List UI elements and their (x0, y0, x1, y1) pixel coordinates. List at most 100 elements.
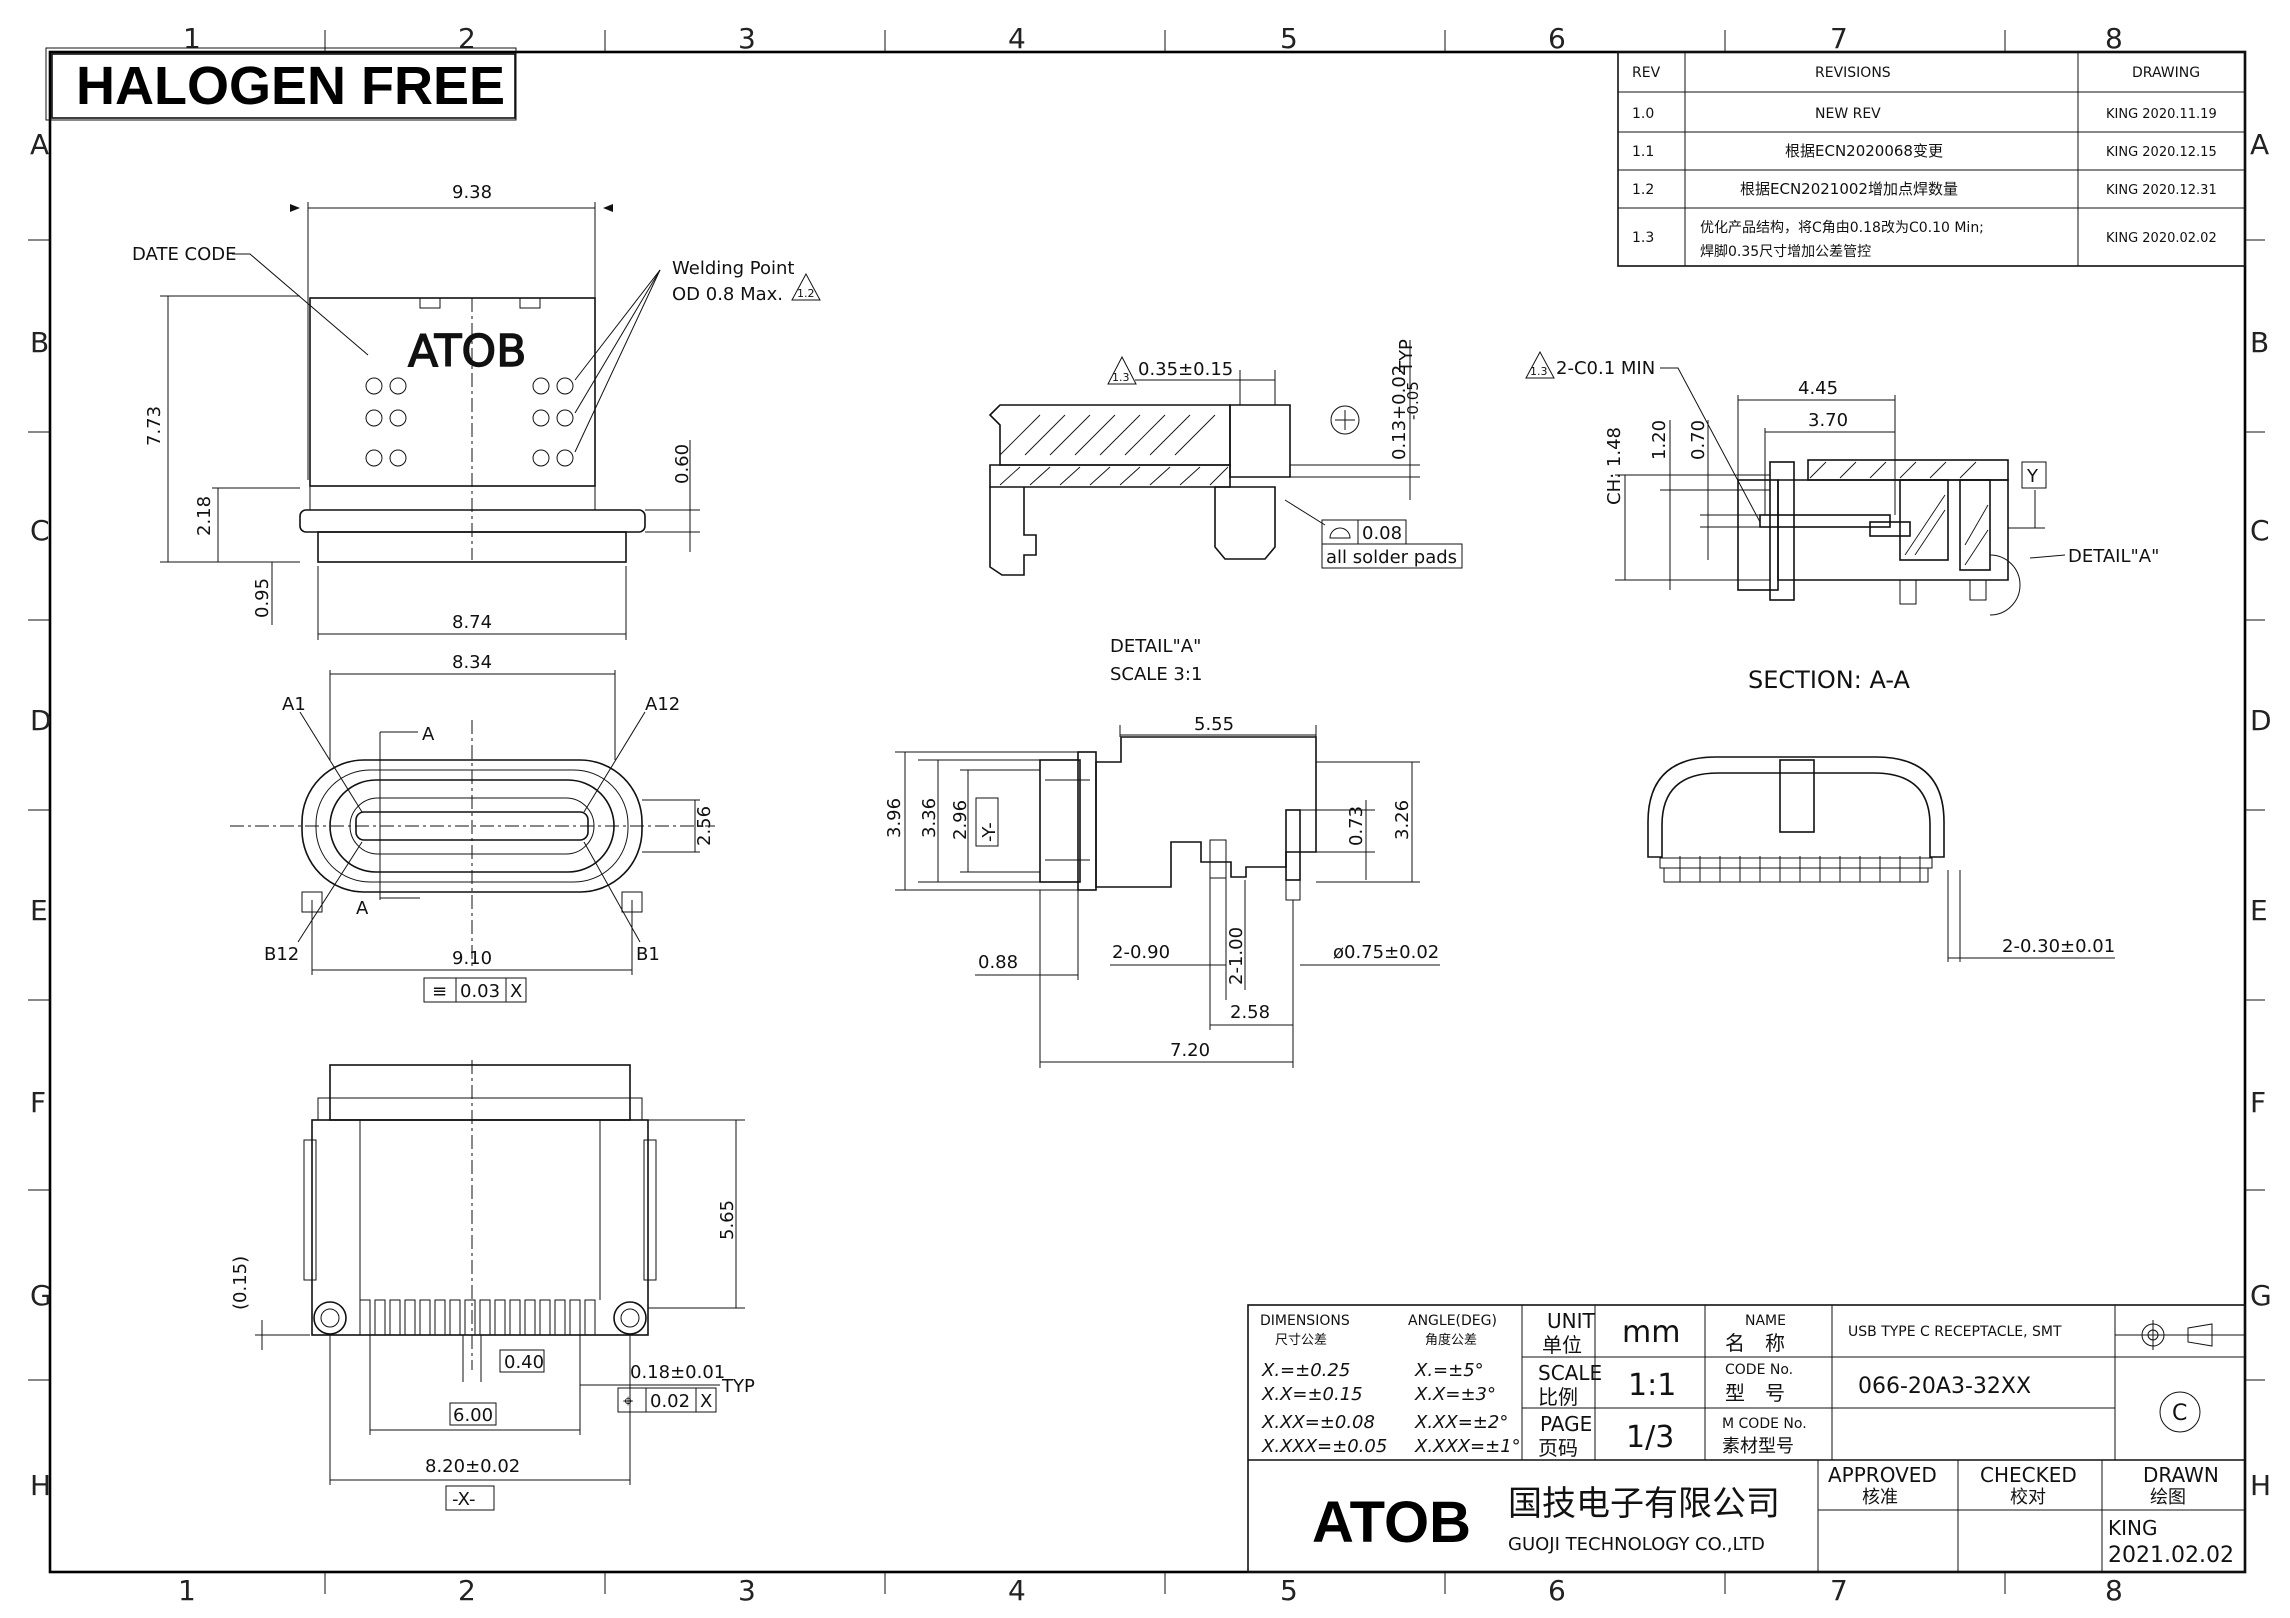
tb-drawn-date: 2021.02.02 (2108, 1543, 2234, 1568)
tb-scale-cn: 比例 (1538, 1385, 1578, 1409)
tb-checked-label: CHECKED (1980, 1463, 2077, 1487)
rev-row-1-desc: NEW REV (1815, 106, 1881, 122)
rev-row-2-rev: 1.1 (1632, 144, 1654, 160)
tb-dimensions-cn: 尺寸公差 (1275, 1333, 1327, 1348)
section-title: SECTION: A-A (1748, 666, 1910, 694)
halogen-free-label: HALOGEN FREE (76, 56, 505, 116)
bottom-view: 5.65 (0.15) 0.40 0.18±0.01 TYP ⌖ 0.02 X … (230, 1060, 755, 1511)
grid-col-2-top: 2 (458, 22, 476, 55)
front-rev-mark: 1.2 (797, 287, 815, 300)
tb-name-value: USB TYPE C RECEPTACLE, SMT (1848, 1324, 2062, 1340)
bottom-tol-symbol: ⌖ (623, 1391, 633, 1412)
grid-row-d-right: D (2250, 704, 2272, 737)
side-dim-088: 0.88 (978, 952, 1018, 973)
bottom-dim-600: 6.00 (453, 1405, 493, 1426)
front-open-view: 2-0.30±0.01 (1647, 756, 2115, 962)
bottom-dim-565: 5.65 (717, 1200, 738, 1240)
grid-row-e-left: E (30, 894, 48, 927)
welding-point-label: Welding Point (672, 258, 795, 279)
bottom-tol-value: 0.02 (650, 1391, 690, 1412)
detail-dim-013-lower: -0.05 (1404, 381, 1422, 420)
detail-a-view: 1.3 0.35±0.15 0.13+0.02 -0.05 TYP 0.08 a… (988, 339, 1463, 685)
side-dim-258: 2.58 (1230, 1002, 1270, 1023)
bottom-pins (359, 1299, 596, 1336)
section-chamfer-label: 2-C0.1 MIN (1556, 358, 1655, 379)
end-dim-834: 8.34 (452, 652, 492, 673)
front-dim-095: 0.95 (252, 578, 273, 618)
tb-page-label: PAGE (1540, 1412, 1592, 1436)
tb-tol-3: X.XX=±0.08 (1261, 1412, 1375, 1433)
side-datum-y: -Y- (979, 822, 1000, 842)
tb-company-en: GUOJI TECHNOLOGY CO.,LTD (1508, 1534, 1765, 1555)
side-dim-720: 7.20 (1170, 1040, 1210, 1061)
tb-approved-cn: 核准 (1862, 1487, 1898, 1508)
front-dim-width: 9.38 (452, 182, 492, 203)
pin-b1-label: B1 (636, 944, 660, 965)
tb-checked-cn: 校对 (2010, 1487, 2046, 1508)
side-dim-336: 3.36 (919, 798, 940, 838)
grid-row-g-right: G (2250, 1279, 2272, 1312)
tb-drawn-cn: 绘图 (2150, 1487, 2186, 1508)
rev-row-3-rev: 1.2 (1632, 182, 1654, 198)
tb-company-logo: ATOB (1312, 1490, 1471, 1555)
side-dim-2x090: 2-0.90 (1112, 942, 1170, 963)
grid-col-7-top: 7 (1830, 22, 1848, 55)
side-dim-326: 3.26 (1392, 800, 1413, 840)
revisions-table: REV REVISIONS DRAWING 1.0 NEW REV KING 2… (1617, 51, 2246, 267)
rev-header-drawing: DRAWING (2132, 65, 2200, 81)
bottom-typ-label: TYP (721, 1376, 755, 1397)
tb-approved-label: APPROVED (1828, 1463, 1937, 1487)
grid-col-1-top: 1 (183, 22, 201, 55)
front-view: 9.38 ATOB DATE CODE Welding Point OD 0.8… (132, 182, 821, 640)
front-open-dim-030: 2-0.30±0.01 (2002, 936, 2115, 957)
section-dim-070: 0.70 (1688, 420, 1709, 460)
section-dim-ch: CH: 1.48 (1604, 427, 1625, 505)
detail-flatness-note: all solder pads (1326, 547, 1457, 568)
tb-unit-label: UNIT (1547, 1309, 1595, 1333)
tb-mcode-label: M CODE No. (1722, 1416, 1807, 1432)
detail-flatness-frame: 0.08 all solder pads (1321, 519, 1463, 569)
side-body (1095, 736, 1317, 888)
tb-tol-2: X.X=±0.15 (1261, 1384, 1363, 1405)
detail-a-title: DETAIL"A" (1110, 636, 1201, 657)
tb-ang-2: X.X=±3° (1414, 1384, 1496, 1405)
rev-row-2-desc: 根据ECN2020068变更 (1785, 142, 1943, 160)
grid-col-2-bottom: 2 (458, 1574, 476, 1607)
grid-col-4-top: 4 (1008, 22, 1026, 55)
grid-row-g-left: G (30, 1279, 52, 1312)
detail-dim-013: 0.13+0.02 (1389, 365, 1410, 460)
grid-col-5-bottom: 5 (1280, 1574, 1298, 1607)
grid-row-f-left: F (30, 1086, 46, 1119)
front-dim-060: 0.60 (672, 444, 693, 484)
bottom-tol-ref: X (700, 1391, 712, 1412)
tb-angle-cn: 角度公差 (1425, 1332, 1477, 1348)
tb-copyright-letter: C (2172, 1401, 2187, 1426)
grid-col-8-bottom: 8 (2105, 1574, 2123, 1607)
detail-a-scale: SCALE 3:1 (1110, 664, 1202, 685)
title-block: DIMENSIONS 尺寸公差 ANGLE(DEG) 角度公差 X.=±0.25… (1247, 1304, 2246, 1573)
front-dim-218: 2.18 (194, 496, 215, 536)
pin-b12-label: B12 (264, 944, 299, 965)
bottom-datum-x: -X- (452, 1489, 476, 1510)
pin-a1-label: A1 (282, 694, 306, 715)
grid-col-8-top: 8 (2105, 22, 2123, 55)
side-dim-dia: ø0.75±0.02 (1333, 942, 1439, 963)
pin-a12-label: A12 (645, 694, 680, 715)
end-view: 8.34 A A A1 A12 B12 B1 2.56 9.10 ≡ (230, 652, 715, 1003)
rev-row-4-drawing: KING 2020.02.02 (2106, 231, 2217, 246)
end-section-a-top: A (422, 724, 435, 745)
rev-row-2-drawing: KING 2020.12.15 (2106, 145, 2217, 160)
bottom-dim-pitch: 0.18±0.01 (630, 1362, 725, 1383)
rev-row-4-rev: 1.3 (1632, 230, 1654, 246)
tb-ang-4: X.XXX=±1° (1414, 1436, 1521, 1457)
grid-col-7-bottom: 7 (1830, 1574, 1848, 1607)
section-dim-370: 3.70 (1808, 410, 1848, 431)
grid-col-1-bottom: 1 (178, 1574, 196, 1607)
front-dim-874: 8.74 (452, 612, 492, 633)
rev-row-1-drawing: KING 2020.11.19 (2106, 107, 2217, 122)
tb-unit-value: mm (1622, 1315, 1680, 1350)
tb-code-value: 066-20A3-32XX (1858, 1374, 2031, 1399)
welding-points (365, 377, 574, 467)
detail-flatness-value: 0.08 (1362, 523, 1402, 544)
